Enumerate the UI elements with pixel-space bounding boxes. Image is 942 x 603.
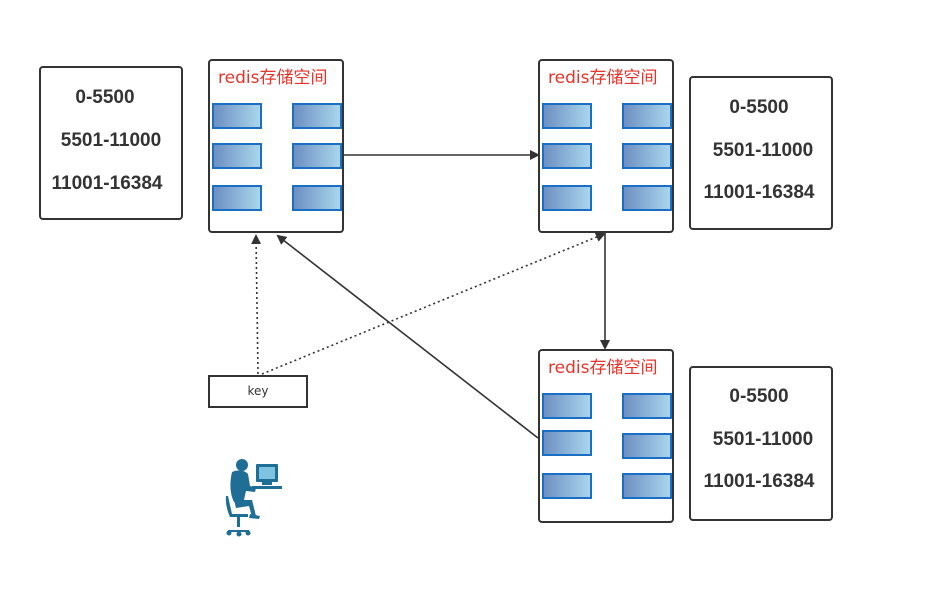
- storage-slot: [292, 185, 342, 211]
- storage-slot: [542, 185, 592, 211]
- storage-slot: [292, 103, 342, 129]
- storage-slot: [212, 143, 262, 169]
- dotted-key-to-node2: [261, 232, 606, 375]
- range-line: 0-5500: [75, 87, 135, 108]
- storage-slot: [212, 103, 262, 129]
- redis-node-2: redis存储空间: [538, 59, 674, 233]
- storage-slot: [542, 430, 592, 456]
- node-title: redis存储空间: [548, 358, 658, 378]
- range-line: 5501-11000: [712, 140, 814, 161]
- storage-slot: [622, 143, 672, 169]
- storage-slot: [542, 103, 592, 129]
- slot-range-box-2: 0-5500 5501-11000 11001-16384: [689, 76, 833, 230]
- storage-slot: [542, 393, 592, 419]
- storage-slot: [622, 185, 672, 211]
- node-title: redis存储空间: [218, 68, 328, 88]
- storage-slot: [622, 473, 672, 499]
- storage-slot: [622, 433, 672, 459]
- range-line: 5501-11000: [712, 429, 814, 450]
- slot-range-box-3: 0-5500 5501-11000 11001-16384: [689, 366, 833, 521]
- storage-slot: [542, 143, 592, 169]
- storage-slot: [542, 473, 592, 499]
- storage-slot: [622, 393, 672, 419]
- dotted-key-to-node1: [251, 234, 262, 375]
- range-line: 11001-16384: [51, 173, 163, 194]
- person-at-computer-icon: [225, 459, 282, 537]
- range-line: 11001-16384: [703, 471, 815, 492]
- redis-node-3: redis存储空间: [538, 349, 674, 523]
- storage-slot: [292, 143, 342, 169]
- range-line: 11001-16384: [703, 182, 815, 203]
- arrow-node3-to-node1: [276, 234, 539, 439]
- key-box: key: [208, 375, 308, 408]
- node-title: redis存储空间: [548, 68, 658, 88]
- range-line: 0-5500: [729, 97, 789, 118]
- range-line: 5501-11000: [60, 130, 162, 151]
- redis-node-1: redis存储空间: [208, 59, 344, 233]
- slot-range-box-1: 0-5500 5501-11000 11001-16384: [39, 66, 183, 220]
- storage-slot: [622, 103, 672, 129]
- range-line: 0-5500: [729, 386, 789, 407]
- storage-slot: [212, 185, 262, 211]
